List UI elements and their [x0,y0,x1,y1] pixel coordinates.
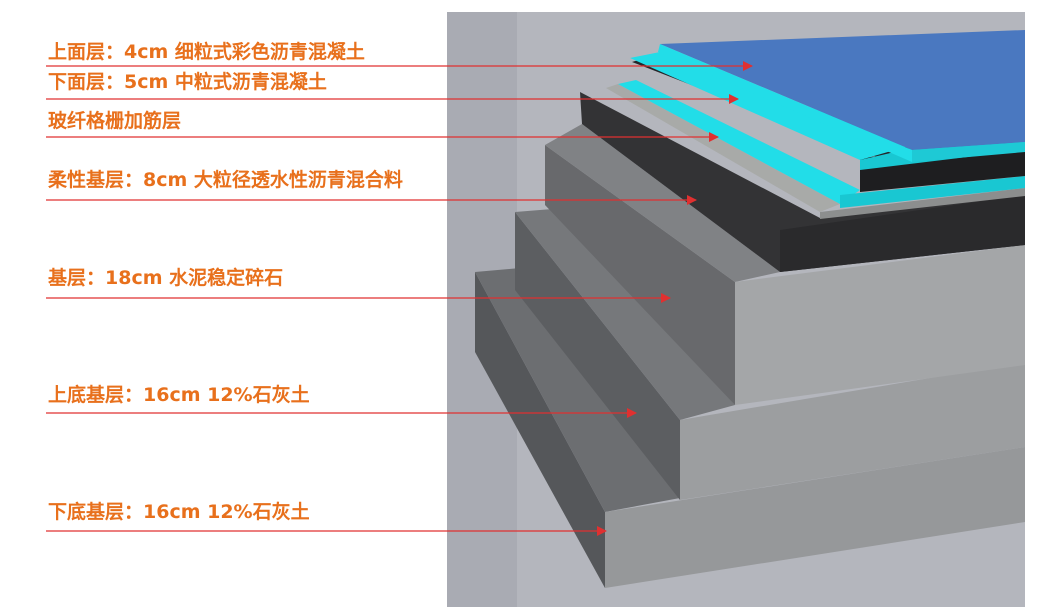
layer-base-side [545,145,735,405]
layer-base [545,124,1025,405]
layer-fiberglass-grid-front [820,188,1025,219]
label-flexible-base: 柔性基层：8cm 大粒径透水性沥青混合料 [46,168,697,205]
label-upper-subbase-text: 上底基层：16cm 12%石灰土 [48,383,310,406]
layer-upper-subbase-front [680,362,1025,500]
label-bottom-subbase: 下底基层：16cm 12%石灰土 [46,500,607,536]
layer-top-surface [658,30,1025,162]
label-upper-subbase: 上底基层：16cm 12%石灰土 [46,383,637,418]
layer-bottom-subbase-front [605,447,1025,588]
label-lower-surface: 下面层：5cm 中粒式沥青混凝土 [46,70,739,104]
label-fiberglass-grid: 玻纤格栅加筋层 [46,109,719,142]
layer-base-top [545,124,780,282]
layer-cyan-lower-top [618,80,860,204]
layer-cyan-lower-front [840,176,1025,208]
label-bottom-subbase-text: 下底基层：16cm 12%石灰土 [48,500,310,523]
layer-fiberglass-grid [606,84,1025,219]
label-base-text: 基层：18cm 水泥稳定碎石 [47,266,283,289]
layer-base-front [735,245,1025,405]
layer-upper-subbase-side [515,212,680,500]
layer-bottom-subbase-side [475,272,605,588]
layer-top-surface-front [912,142,1025,162]
layer-top-surface-top [660,30,1025,150]
layer-fiberglass-grid-top [606,84,840,212]
label-fiberglass-grid-text: 玻纤格栅加筋层 [48,109,181,132]
label-base: 基层：18cm 水泥稳定碎石 [46,266,671,303]
label-flexible-base-text: 柔性基层：8cm 大粒径透水性沥青混合料 [48,168,403,191]
label-top-surface-text: 上面层：4cm 细粒式彩色沥青混凝土 [48,40,365,63]
layer-top-surface-edge [658,44,912,162]
layer-bottom-subbase-top [475,268,680,512]
layer-bottom-subbase [475,268,1025,588]
layer-flexible-base-front [780,195,1025,272]
layer-upper-subbase [515,208,1025,500]
layer-cyan-upper-top [630,52,912,160]
layer-cyan-lower [618,80,1025,208]
label-top-surface: 上面层：4cm 细粒式彩色沥青混凝土 [46,40,753,71]
layer-upper-subbase-top [515,208,735,420]
layer-flexible-base [580,92,1025,272]
label-lower-surface-text: 下面层：5cm 中粒式沥青混凝土 [48,70,327,93]
